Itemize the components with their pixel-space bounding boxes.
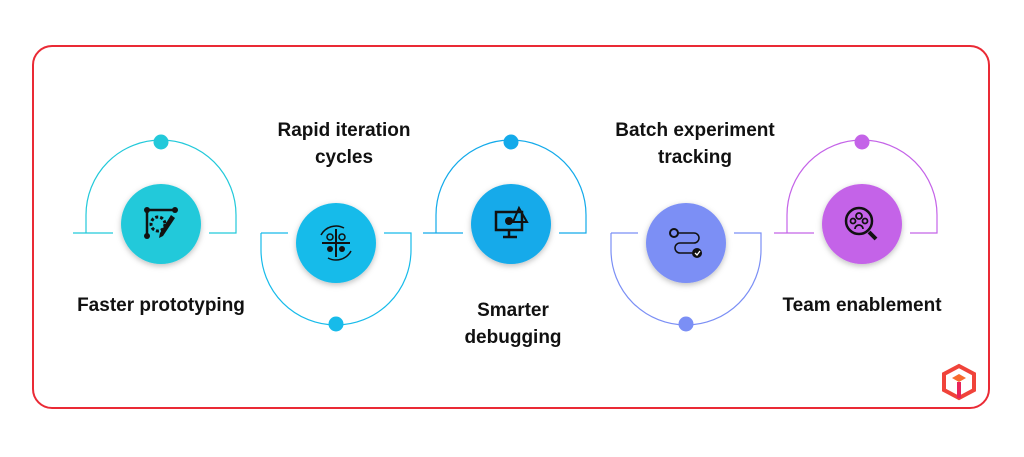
arc-dot [503, 134, 519, 150]
arc-dot [153, 134, 169, 150]
label-rapid-iteration-cycles: Rapid iteration cycles [277, 120, 411, 168]
label-faster-prototyping: Faster prototyping [77, 295, 245, 316]
arc-dot [678, 316, 694, 332]
prototype-gear-pencil-icon [144, 207, 178, 239]
step-node [423, 134, 587, 264]
label-team-enablement: Team enablement [782, 295, 942, 316]
tracking-path-icon [669, 228, 702, 258]
label-smarter-debugging: Smarter debugging [464, 300, 562, 348]
arc-dot [854, 134, 870, 150]
debug-monitor-icon [494, 205, 529, 239]
step-node [610, 203, 762, 332]
label-batch-experiment-tracking: Batch experiment tracking [615, 120, 775, 168]
brand-cube-logo [942, 363, 976, 401]
icon-circle [121, 184, 201, 264]
team-search-icon [844, 206, 878, 241]
iteration-cycle-icon [320, 225, 352, 261]
infographic-frame [32, 45, 990, 409]
step-node [774, 134, 938, 264]
step-node [260, 203, 412, 332]
step-node [73, 134, 237, 264]
icon-circle [822, 184, 902, 264]
arc-dot [328, 316, 344, 332]
